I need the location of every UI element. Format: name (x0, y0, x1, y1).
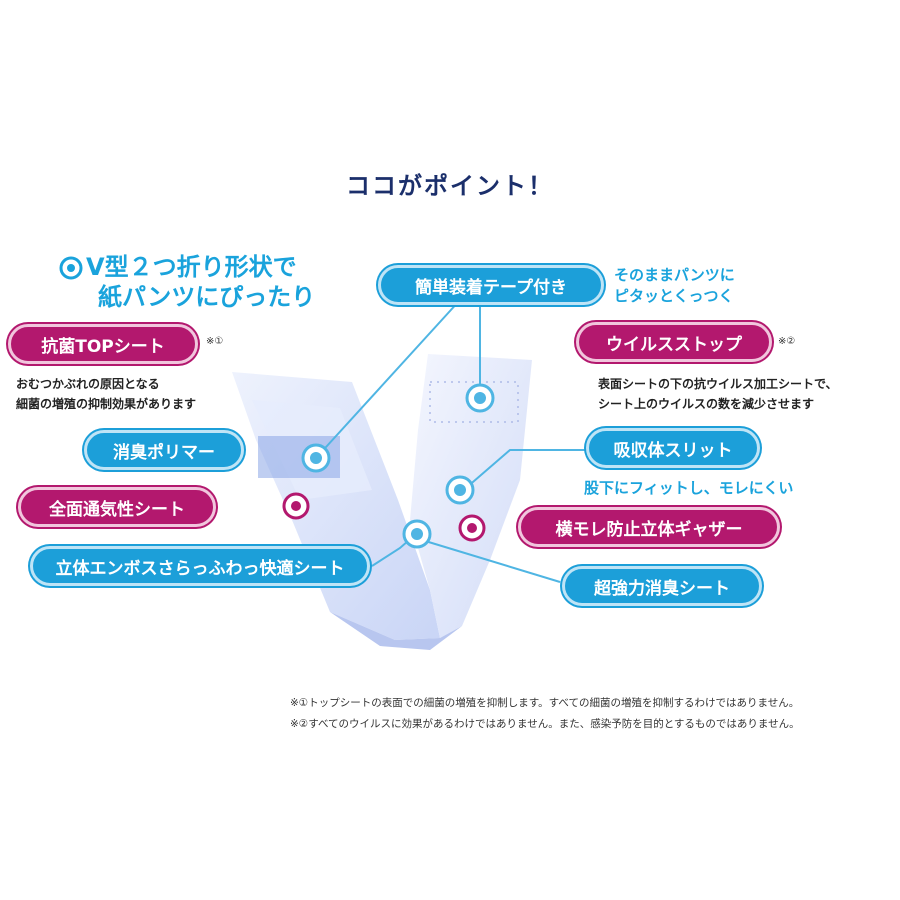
antibacterial-description: おむつかぶれの原因となる 細菌の増殖の抑制効果があります (16, 374, 196, 414)
footnote-1: ※①トップシートの表面での細菌の増殖を抑制します。すべての細菌の増殖を抑制するわ… (290, 697, 800, 709)
label-easy-tape: 簡単装着テープ付き (378, 265, 604, 305)
note-mark-2: ※② (778, 336, 796, 347)
note-mark-1: ※① (206, 336, 224, 347)
tape-description: そのままパンツに ピタッとくっつく (614, 265, 735, 307)
target-marker-polymer (301, 443, 331, 473)
target-marker-slit (445, 475, 475, 505)
label-breathable-sheet: 全面通気性シート (18, 487, 216, 527)
tape-desc-line1: そのままパンツに (614, 266, 735, 284)
label-side-leak-gather: 横モレ防止立体ギャザー (518, 507, 780, 547)
slit-description: 股下にフィットし、モレにくい (584, 479, 794, 497)
target-icon (59, 256, 83, 280)
tape-desc-line2: ピタッとくっつく (614, 287, 734, 305)
footnote-2: ※②すべてのウイルスに効果があるわけではありません。また、感染予防を目的とするも… (290, 718, 800, 730)
label-embossed-sheet: 立体エンボスさらっふわっ快適シート (30, 546, 370, 586)
label-antibacterial-top-sheet: 抗菌TOPシート (8, 324, 198, 364)
headline: V型２つ折り形状で 紙パンツにぴったり (62, 252, 315, 312)
label-deodorant-polymer: 消臭ポリマー (84, 430, 244, 470)
virus-desc-line2: シート上のウイルスの数を減少させます (598, 397, 815, 411)
target-marker-side-leak (458, 514, 486, 542)
label-virus-stop: ウイルスストップ (576, 322, 772, 362)
antibacterial-desc-line1: おむつかぶれの原因となる (16, 377, 160, 391)
headline-line1: V型２つ折り形状で (86, 253, 297, 281)
page-title: ココがポイント！ (346, 172, 554, 200)
target-marker-embossed (402, 519, 432, 549)
headline-line2: 紙パンツにぴったり (98, 283, 316, 311)
virus-description: 表面シートの下の抗ウイルス加工シートで、 シート上のウイルスの数を減少させます (598, 374, 838, 414)
label-absorber-slit: 吸収体スリット (586, 428, 760, 468)
target-marker-breathable (282, 492, 310, 520)
target-marker-tape (465, 383, 495, 413)
label-super-deodorant-sheet: 超強力消臭シート (562, 566, 762, 606)
virus-desc-line1: 表面シートの下の抗ウイルス加工シートで、 (598, 377, 838, 391)
antibacterial-desc-line2: 細菌の増殖の抑制効果があります (16, 397, 197, 411)
